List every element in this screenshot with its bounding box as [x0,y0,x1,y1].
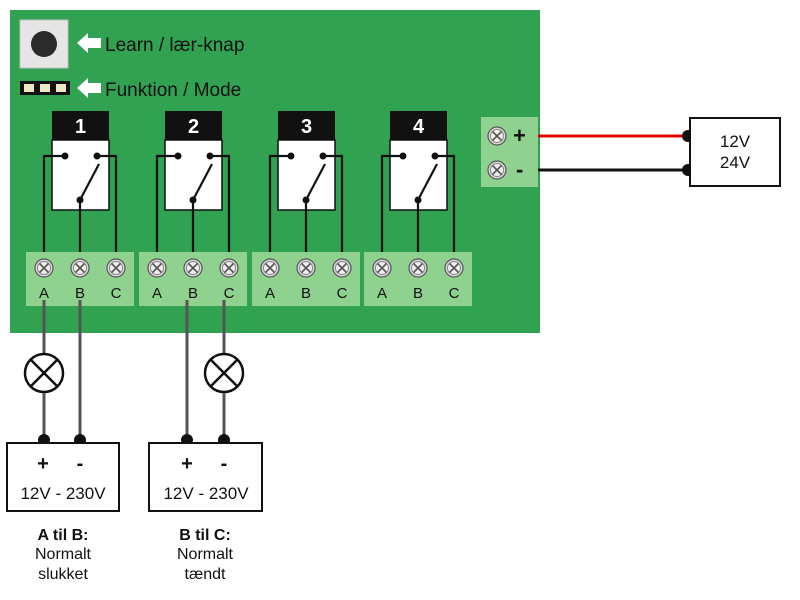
terminal-label: A [39,285,49,302]
terminal-label: A [152,285,162,302]
relay-1: 1A B C [26,111,134,306]
relay-switch-icon [268,152,344,258]
relay-2: 2A B C [139,111,247,306]
load-1-caption-line2: slukket [38,566,88,583]
relay-number-label: 2 [188,116,199,138]
terminal-label: B [413,285,423,302]
load-2-plus: + [181,453,193,475]
terminal-block-4: A B C [364,252,472,306]
load-2-caption-line2: tændt [185,566,226,583]
terminal-label: C [449,285,460,302]
lamp-icon [203,352,245,394]
relay-4: 4A B C [364,111,472,306]
load-1-caption-line1: Normalt [35,546,92,563]
mode-label: Funktion / Mode [105,80,241,101]
relay-switch-icon [42,152,118,258]
terminal-label: C [337,285,348,302]
terminal-label: A [377,285,387,302]
load-1-box: + - 12V - 230V [6,442,120,512]
terminal-label: B [301,285,311,302]
screw-terminal-icon [487,160,507,180]
screw-terminal-icon [408,258,428,278]
relay-number-label: 3 [301,116,312,138]
relay-3: 3A B C [252,111,360,306]
screw-terminal-icon [296,258,316,278]
screw-terminal-icon [332,258,352,278]
power-plus-label: + [513,123,526,148]
learn-label: Learn / lær-knap [105,35,244,56]
power-supply: 12V 24V [689,117,781,187]
screw-terminal-icon [70,258,90,278]
screw-terminal-icon [219,258,239,278]
screw-terminal-icon [444,258,464,278]
load-1-caption: A til B: Normalt slukket [35,527,92,583]
power-terminal-block: + - [481,117,538,187]
relay-group: 1A B C 2A B C 3A B C 4A B C [26,111,472,306]
power-supply-line2: 24V [720,153,751,172]
load-2-caption-line1: Normalt [177,546,234,563]
learn-button[interactable] [19,19,69,69]
screw-terminal-icon [372,258,392,278]
terminal-label: A [265,285,275,302]
load-2-box: + - 12V - 230V [148,442,263,512]
screw-terminal-icon [147,258,167,278]
power-supply-line1: 12V [720,132,751,151]
screw-terminal-icon [106,258,126,278]
relay-switch-icon [155,152,231,258]
load-2-caption: B til C: Normalt tændt [177,527,234,583]
terminal-label: B [75,285,85,302]
screw-terminal-icon [487,126,507,146]
terminal-label: C [224,285,235,302]
relay-number-label: 4 [413,116,425,138]
relay-switch-icon [380,152,456,258]
load-2-caption-title: B til C: [179,527,231,544]
terminal-label: B [188,285,198,302]
push-button-icon [31,31,57,57]
lamp-icon [23,352,65,394]
load-1-minus: - [77,453,84,475]
terminal-label: C [111,285,122,302]
relay-number-label: 1 [75,116,86,138]
screw-terminal-icon [183,258,203,278]
jumper-icon[interactable] [20,81,70,95]
terminal-block-1: A B C [26,252,134,306]
load-2-voltage: 12V - 230V [163,484,249,503]
load-1-caption-title: A til B: [38,527,89,544]
screw-terminal-icon [34,258,54,278]
load-1-plus: + [37,453,49,475]
load-2-minus: - [221,453,228,475]
power-minus-label: - [516,157,523,182]
load-1-voltage: 12V - 230V [20,484,106,503]
terminal-block-3: A B C [252,252,360,306]
terminal-block-2: A B C [139,252,247,306]
screw-terminal-icon [260,258,280,278]
